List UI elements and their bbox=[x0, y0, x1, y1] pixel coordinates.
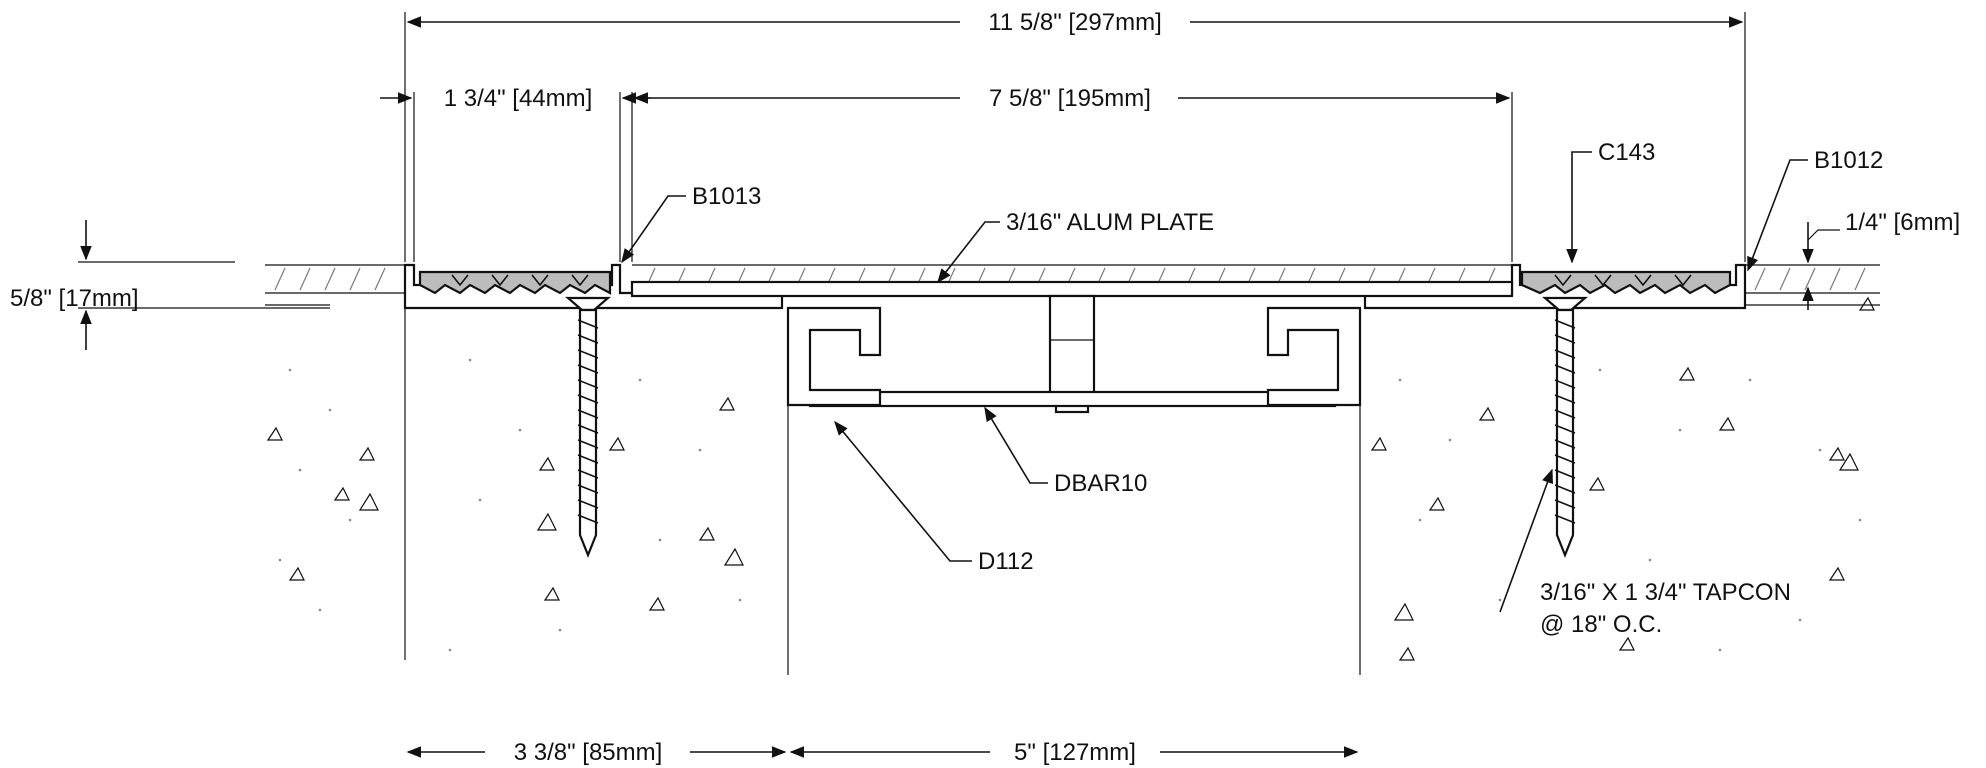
dimension-overall: 11 5/8" [297mm] bbox=[404, 9, 1746, 262]
callout-c143: C143 bbox=[1566, 139, 1655, 264]
callout-b1012-label: B1012 bbox=[1814, 147, 1883, 174]
callout-b1012: B1012 bbox=[1747, 147, 1883, 272]
center-bracket-d112-left bbox=[786, 306, 882, 407]
callout-dbar10: DBAR10 bbox=[984, 406, 1147, 497]
tapcon-anchor-left bbox=[565, 296, 611, 558]
joint-gap-dimension-label: 5" [127mm] bbox=[1014, 739, 1136, 766]
concrete-slab-left bbox=[265, 304, 789, 675]
floor-finish-center bbox=[632, 264, 1512, 291]
centering-bar-dbar10 bbox=[808, 390, 1337, 408]
callout-alum-plate-label: 3/16" ALUM PLATE bbox=[1006, 209, 1214, 236]
callout-b1013-label: B1013 bbox=[692, 183, 761, 210]
tapcon-anchor-right bbox=[1542, 296, 1588, 558]
callout-d112-label: D112 bbox=[978, 548, 1034, 575]
concrete-slab-right bbox=[1359, 296, 1880, 675]
gasket-left bbox=[418, 270, 612, 295]
dimension-depth: 5/8" [17mm] bbox=[10, 220, 330, 350]
callout-c143-label: C143 bbox=[1598, 139, 1655, 166]
floor-finish-right bbox=[1745, 264, 1880, 294]
gasket-c143 bbox=[1520, 270, 1732, 295]
top-recess-dimension-label: 1/4" [6mm] bbox=[1845, 209, 1960, 236]
dimension-plate-width: 7 5/8" [195mm] bbox=[631, 85, 1513, 262]
callout-tapcon-line1: 3/16" X 1 3/4" TAPCON bbox=[1540, 579, 1791, 606]
callout-alum-plate: 3/16" ALUM PLATE bbox=[937, 209, 1214, 284]
plate-width-dimension-label: 7 5/8" [195mm] bbox=[989, 85, 1151, 112]
callout-dbar10-label: DBAR10 bbox=[1054, 470, 1147, 497]
dimension-left-cover: 1 3/4" [44mm] bbox=[380, 85, 650, 262]
callout-tapcon: 3/16" X 1 3/4" TAPCON @ 18" O.C. bbox=[1499, 468, 1791, 638]
left-cover-dimension-label: 1 3/4" [44mm] bbox=[444, 85, 593, 112]
dimension-left-slab: 3 3/8" [85mm] bbox=[406, 739, 787, 766]
overall-dimension-label: 11 5/8" [297mm] bbox=[988, 9, 1162, 36]
center-bracket-d112-right bbox=[1266, 306, 1362, 407]
left-slab-dimension-label: 3 3/8" [85mm] bbox=[514, 739, 663, 766]
depth-dimension-label: 5/8" [17mm] bbox=[10, 285, 139, 312]
floor-finish-left bbox=[265, 264, 405, 294]
dimension-top-recess: 1/4" [6mm] bbox=[1802, 209, 1960, 310]
callout-b1013: B1013 bbox=[621, 183, 761, 264]
callout-d112: D112 bbox=[834, 420, 1034, 575]
alum-plate bbox=[630, 280, 1514, 298]
callout-tapcon-line2: @ 18" O.C. bbox=[1540, 611, 1662, 638]
dimension-joint-gap: 5" [127mm] bbox=[789, 739, 1359, 766]
frame-b1012 bbox=[1363, 263, 1747, 310]
